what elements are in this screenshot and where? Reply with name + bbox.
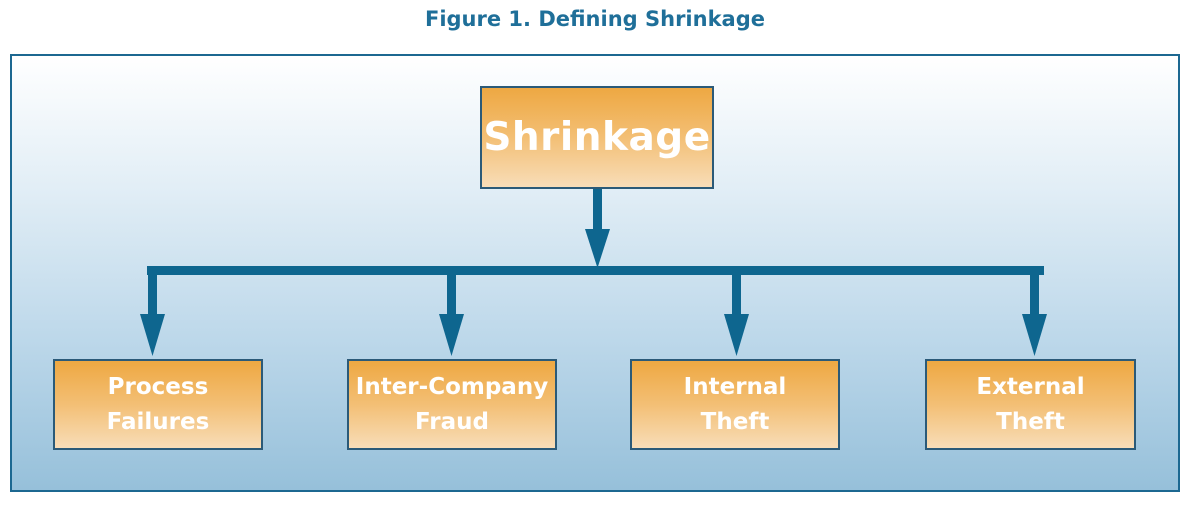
branch-arrowhead-2 <box>439 314 464 356</box>
branch-arrowhead-4 <box>1022 314 1047 356</box>
bus-line <box>147 266 1044 275</box>
branch-line-3 <box>732 266 741 318</box>
branch-line-4 <box>1030 266 1039 318</box>
branch-line-1 <box>148 266 157 318</box>
trunk-arrowhead <box>585 229 610 268</box>
branch-arrowhead-1 <box>140 314 165 356</box>
child-label-3: Internal Theft <box>683 373 787 435</box>
child-label-2: Inter-Company Fraud <box>355 373 549 435</box>
internal-theft-box: Internal Theft <box>630 359 840 450</box>
inter-company-fraud-box: Inter-Company Fraud <box>347 359 557 450</box>
process-failures-box: Process Failures <box>53 359 263 450</box>
shrinkage-root-box: Shrinkage <box>480 86 714 189</box>
child-label-1: Process Failures <box>106 373 210 435</box>
external-theft-box: External Theft <box>925 359 1136 450</box>
trunk-line <box>593 189 602 231</box>
root-label: Shrinkage <box>483 115 711 160</box>
figure-title: Figure 1. Defining Shrinkage <box>424 7 765 31</box>
branch-arrowhead-3 <box>724 314 749 356</box>
branch-line-2 <box>447 266 456 318</box>
child-label-4: External Theft <box>976 373 1085 435</box>
